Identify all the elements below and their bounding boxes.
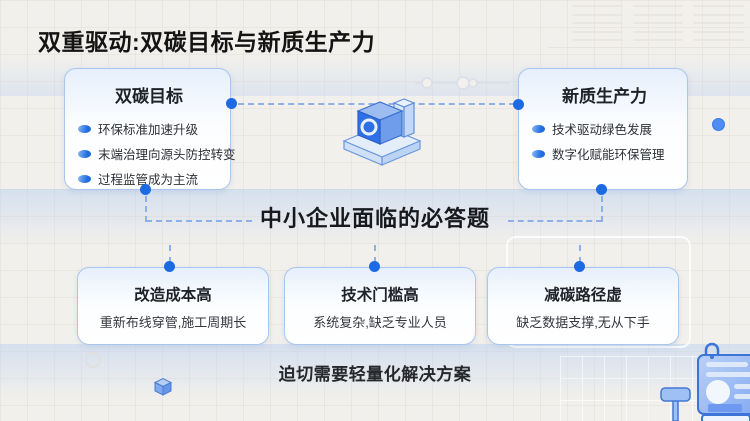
card-new-productivity: 新质生产力 技术驱动绿色发展 数字化赋能环保管理 xyxy=(518,68,688,190)
connector-dot xyxy=(513,99,524,110)
signpost-icon xyxy=(660,387,691,421)
ellipse-bullet-icon xyxy=(78,124,91,133)
card-desc: 系统复杂,缺乏专业人员 xyxy=(313,315,447,330)
card-cost: 改造成本高 重新布线穿管,施工周期长 xyxy=(77,267,269,345)
section-title: 中小企业面临的必答题 xyxy=(259,206,490,231)
bullet-label: 数字化赋能环保管理 xyxy=(552,148,665,162)
connector-dot xyxy=(140,184,151,195)
card-carbon-path: 减碳路径虚 缺乏数据支撑,无从下手 xyxy=(487,267,679,345)
card-title: 减碳路径虚 xyxy=(544,287,622,304)
card-dual-carbon-goals: 双碳目标 环保标准加速升级 末端治理向源头防控转变 过程监管成为主流 xyxy=(64,68,236,191)
bullet-label: 技术驱动绿色发展 xyxy=(552,123,653,137)
isometric-cube-illustration xyxy=(342,98,422,166)
card-title: 改造成本高 xyxy=(134,287,212,304)
footer-note: 迫切需要轻量化解决方案 xyxy=(278,365,472,384)
list-item: 数字化赋能环保管理 xyxy=(532,141,677,166)
ellipse-bullet-icon xyxy=(532,124,545,133)
connector-dot xyxy=(226,98,237,109)
decor-dot xyxy=(712,118,725,131)
card-desc: 重新布线穿管,施工周期长 xyxy=(99,315,247,330)
connector-dot xyxy=(596,184,607,195)
card-tech-barrier: 技术门槛高 系统复杂,缺乏专业人员 xyxy=(284,267,476,345)
card-title: 双碳目标 xyxy=(115,87,183,106)
bullet-label: 过程监管成为主流 xyxy=(98,173,199,187)
connector-dot xyxy=(574,261,585,272)
circuit-doodle-decoration xyxy=(415,76,510,90)
card-title: 新质生产力 xyxy=(562,87,647,106)
faint-table-decoration xyxy=(572,2,744,44)
ellipse-bullet-icon xyxy=(78,149,91,158)
faint-ring-decoration xyxy=(85,352,101,368)
card-title: 技术门槛高 xyxy=(341,287,419,304)
ellipse-bullet-icon xyxy=(78,174,91,183)
list-item: 环保标准加速升级 xyxy=(78,116,220,141)
list-item: 末端治理向源头防控转变 xyxy=(78,141,236,166)
list-item: 过程监管成为主流 xyxy=(78,166,220,191)
list-item: 技术驱动绿色发展 xyxy=(532,116,677,141)
connector-stub-1 xyxy=(169,245,171,263)
connector-dot xyxy=(369,261,380,272)
faint-line-decoration xyxy=(548,47,750,48)
ellipse-bullet-icon xyxy=(532,149,545,158)
bullet-label: 环保标准加速升级 xyxy=(98,123,199,137)
page-title: 双重驱动:双碳目标与新质生产力 xyxy=(38,29,376,55)
bullet-label: 末端治理向源头防控转变 xyxy=(98,148,236,162)
connector-dot xyxy=(164,261,175,272)
connector-stub-3 xyxy=(579,245,581,263)
card-desc: 缺乏数据支撑,无从下手 xyxy=(516,315,650,330)
connector-stub-2 xyxy=(374,245,376,263)
